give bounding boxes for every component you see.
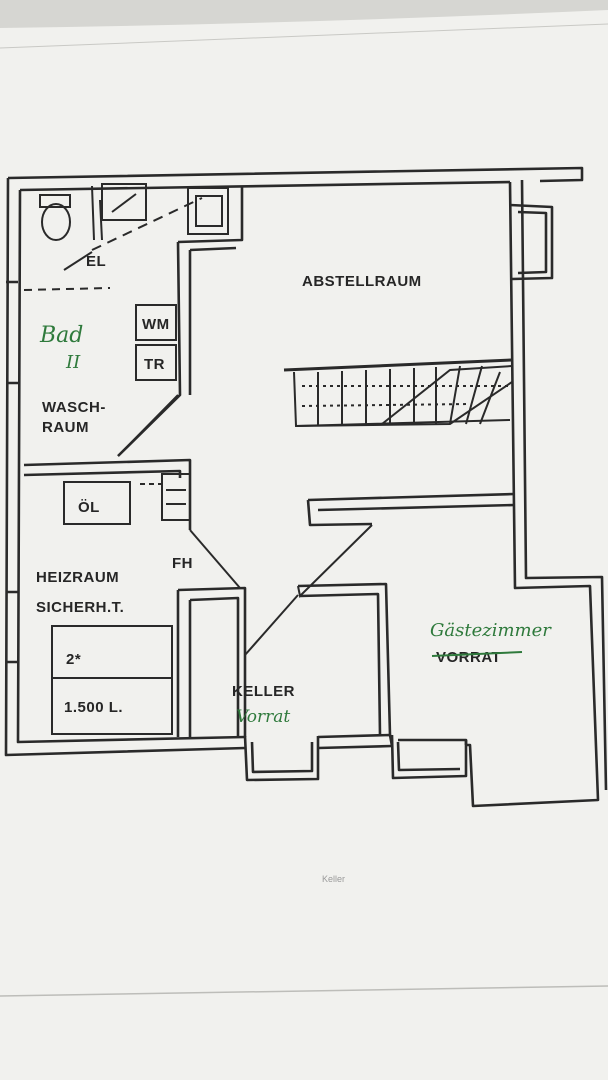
label-wm: WM bbox=[142, 316, 170, 333]
label-oel: ÖL bbox=[78, 499, 100, 516]
plan-fixtures bbox=[23, 183, 373, 735]
handwriting-vorrat: Vorrat bbox=[236, 707, 290, 727]
label-vorrat-struck: VORRAT bbox=[436, 649, 501, 666]
label-fh: FH bbox=[172, 555, 193, 572]
label-abstellraum: ABSTELLRAUM bbox=[302, 273, 422, 290]
staircase bbox=[283, 358, 513, 428]
label-tank-volume: 1.500 L. bbox=[64, 699, 123, 716]
handwriting-bad: Bad bbox=[39, 323, 83, 348]
shaft-box bbox=[187, 187, 229, 235]
paper-fold-line-lower bbox=[0, 985, 608, 997]
handwriting-gaestezimmer: Gästezimmer bbox=[430, 620, 552, 641]
paper-top-shadow bbox=[0, 0, 608, 28]
label-wasch-line1: WASCH- bbox=[42, 399, 106, 416]
label-tank-count: 2* bbox=[66, 651, 81, 668]
label-tr: TR bbox=[144, 356, 165, 373]
oil-box bbox=[63, 481, 131, 525]
footer-caption: Keller bbox=[322, 874, 345, 884]
paper-fold-line bbox=[0, 23, 608, 49]
handwriting-bad-number: II bbox=[65, 352, 81, 373]
toilet-tank bbox=[39, 194, 71, 208]
sink-symbol bbox=[101, 183, 147, 221]
dryer-box bbox=[135, 344, 177, 381]
boiler-box bbox=[161, 473, 191, 521]
label-heizraum: HEIZRAUM bbox=[36, 569, 119, 586]
label-wasch-line2: RAUM bbox=[42, 419, 89, 436]
label-el: EL bbox=[86, 253, 106, 270]
label-sicherht: SICHERH.T. bbox=[36, 599, 124, 616]
label-keller: KELLER bbox=[232, 683, 295, 700]
toilet-symbol bbox=[41, 203, 71, 241]
strike-through-line bbox=[431, 651, 523, 657]
tank-box-bottom bbox=[51, 677, 173, 735]
washing-machine-box bbox=[135, 304, 177, 341]
